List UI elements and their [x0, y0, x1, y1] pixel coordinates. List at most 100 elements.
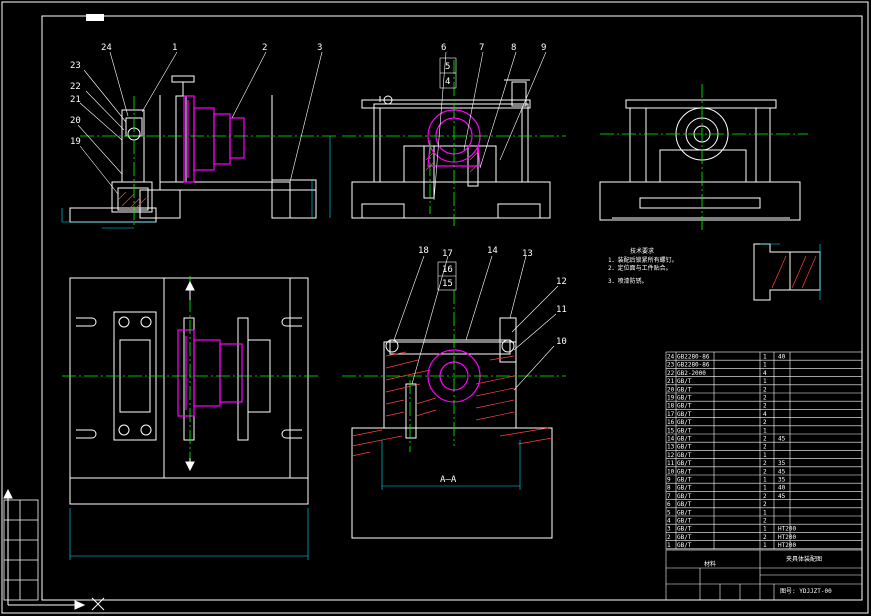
callout-stack-17-15-box [437, 261, 457, 291]
parts-row-no: 24 [667, 354, 675, 361]
parts-row-qty: 2 [763, 493, 767, 500]
parts-row-extra: 40 [778, 354, 786, 361]
callout-22: 22 [70, 82, 81, 92]
callouts-section: 18 17 16 15 14 13 12 11 10 [418, 246, 567, 347]
parts-row-code: GB2280-86 [677, 362, 710, 369]
parts-row-code: GB/T [677, 403, 692, 410]
section-label: A—A [440, 475, 457, 485]
tech-requirements: 技术要求 1．装配后锁紧所有螺钉。 2．定位面与工件贴合。 3．喷漆防锈。 [608, 247, 678, 285]
parts-row-no: 13 [667, 444, 675, 451]
parts-row-no: 19 [667, 395, 675, 402]
parts-row-qty: 2 [763, 501, 767, 508]
parts-row-extra: 40 [778, 485, 786, 492]
parts-row-no: 10 [667, 468, 675, 475]
parts-row-extra: HT200 [778, 526, 796, 533]
parts-row-extra: 45 [778, 493, 786, 500]
parts-row-no: 21 [667, 378, 675, 385]
parts-row-no: 20 [667, 386, 675, 393]
plan-view-centerlines [62, 276, 318, 470]
parts-row-no: 15 [667, 427, 675, 434]
callout-4: 4 [445, 77, 450, 87]
tech-requirement-line-2: 2．定位面与工件贴合。 [608, 264, 672, 272]
parts-row-code: GB/T [677, 460, 692, 467]
parts-row-qty: 1 [763, 427, 767, 434]
title-block-name: 夹具体装配图 [786, 555, 822, 563]
parts-row-code: GB/T [677, 378, 692, 385]
callout-17: 17 [442, 249, 453, 259]
parts-row-no: 8 [667, 485, 671, 492]
side-view-centerlines [80, 96, 336, 226]
section-view [351, 317, 553, 539]
parts-row-extra: 45 [778, 468, 786, 475]
parts-row-no: 11 [667, 460, 675, 467]
callout-18: 18 [418, 246, 429, 256]
parts-row-qty: 1 [763, 526, 767, 533]
callout-2: 2 [262, 43, 267, 53]
callout-5: 5 [445, 62, 450, 72]
plan-view-slots [76, 317, 302, 439]
parts-row-no: 9 [667, 477, 671, 484]
top-left-corner-marker [86, 14, 104, 21]
callouts-top: 24 1 2 3 6 7 8 9 [101, 43, 546, 53]
parts-row-extra: 35 [778, 460, 786, 467]
side-view-magenta-clamp [183, 95, 245, 183]
parts-row-qty: 2 [763, 419, 767, 426]
parts-row-code: GB/T [677, 542, 692, 549]
parts-row-no: 17 [667, 411, 675, 418]
parts-row-no: 4 [667, 518, 671, 525]
parts-row-code: GB/T [677, 477, 692, 484]
parts-row-code: GB2280-86 [677, 354, 710, 361]
callouts-left: 23 22 21 20 19 [70, 61, 81, 147]
parts-row-no: 1 [667, 542, 671, 549]
parts-row-extra: 45 [778, 436, 786, 443]
tech-requirement-line-1: 1．装配后锁紧所有螺钉。 [608, 256, 678, 264]
parts-row-code: GB/T [677, 534, 692, 541]
parts-row-qty: 1 [763, 485, 767, 492]
callout-1: 1 [172, 43, 177, 53]
parts-row-code: GB/T [677, 485, 692, 492]
left-filing-strip [3, 499, 39, 601]
parts-row-no: 5 [667, 509, 671, 516]
drawing-border-inner [41, 15, 863, 601]
parts-row-no: 12 [667, 452, 675, 459]
parts-row-qty: 4 [763, 370, 767, 377]
detail-view [753, 243, 821, 301]
callout-16: 16 [442, 265, 453, 275]
callout-23: 23 [70, 61, 81, 71]
parts-row-code: GB/T [677, 444, 692, 451]
side-view-dimensions [61, 136, 331, 229]
parts-row-no: 14 [667, 436, 675, 443]
plan-view-magenta [177, 329, 243, 417]
callout-12: 12 [556, 277, 567, 287]
callout-3: 3 [317, 43, 322, 53]
end-view-centerlines [600, 84, 808, 230]
parts-row-qty: 2 [763, 436, 767, 443]
front-view-centerlines [342, 60, 566, 226]
parts-row-qty: 1 [763, 542, 767, 549]
ucs-axis-icon [3, 488, 105, 611]
parts-row-qty: 1 [763, 354, 767, 361]
title-block [665, 549, 863, 601]
title-block-material: 材料 [704, 560, 716, 568]
callout-24: 24 [101, 43, 112, 53]
detail-view-hatch [771, 255, 817, 289]
parts-row-code: GB/T [677, 526, 692, 533]
callout-9: 9 [541, 43, 546, 53]
parts-row-qty: 4 [763, 411, 767, 418]
callout-6: 6 [441, 43, 446, 53]
callout-11: 11 [556, 305, 567, 315]
tech-requirement-line-3: 3．喷漆防锈。 [608, 277, 648, 285]
parts-row-no: 23 [667, 362, 675, 369]
parts-row-qty: 2 [763, 395, 767, 402]
parts-row-code: GB/T [677, 386, 692, 393]
parts-row-qty: 2 [763, 534, 767, 541]
section-view-hatch [351, 351, 553, 457]
detail-view-dimensions [760, 243, 821, 300]
title-block-drawing-no: 图号: YDJJZT-00 [780, 588, 832, 595]
parts-row-code: GB/T [677, 493, 692, 500]
parts-row-extra: 35 [778, 477, 786, 484]
parts-row-qty: 2 [763, 403, 767, 410]
